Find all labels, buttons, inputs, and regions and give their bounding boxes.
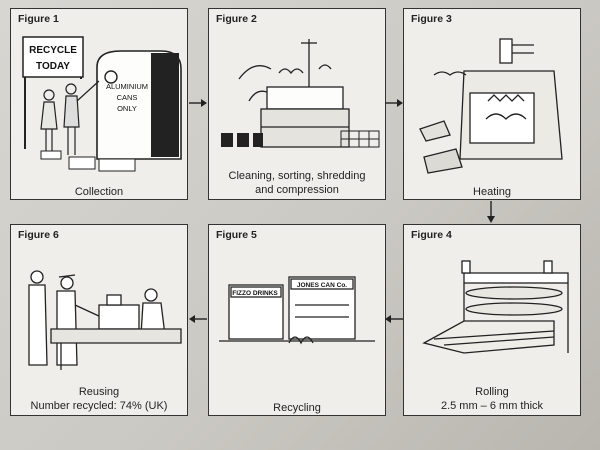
sign-text-line2: TODAY <box>36 61 70 72</box>
figure-1-caption-line1: Collection <box>74 186 124 198</box>
shop-sign-1: FIZZO DRINKS <box>232 290 278 297</box>
figure-2-caption-line2: and compression <box>255 184 339 196</box>
arrow-fig5-to-fig6 <box>189 315 207 323</box>
figure-5-panel: Figure 5 FIZZO DRINKS JONES CAN Co. Recy… <box>208 224 386 416</box>
rolling-machine-illustration <box>422 260 569 354</box>
figure-6-label: Figure 6 <box>18 229 59 241</box>
figure-1-panel: Figure 1 RECYCLE TODAY ALUMINIUM CANS ON… <box>10 8 188 200</box>
figure-5-caption-line1: Recycling <box>273 402 321 414</box>
arrow-fig2-to-fig3 <box>385 99 403 107</box>
recycle-sign <box>22 36 84 78</box>
shop-counter-illustration <box>28 270 182 370</box>
figure-2-label: Figure 2 <box>216 13 257 25</box>
figure-2-panel: Figure 2 <box>208 8 386 200</box>
bin-text-line3: ONLY <box>117 104 137 113</box>
figure-2-caption-line1: Cleaning, sorting, shredding <box>228 170 366 182</box>
bin-text-line2: CANS <box>117 93 138 102</box>
figure-3-label: Figure 3 <box>411 13 452 25</box>
people-figures <box>40 80 100 155</box>
figure-3-caption-line1: Heating <box>473 186 511 198</box>
bin-text-line1: ALUMINIUM <box>106 82 148 91</box>
figure-4-caption-line2: 2.5 mm – 6 mm thick <box>440 400 544 412</box>
processing-machine-illustration <box>221 39 380 148</box>
figure-1-label: Figure 1 <box>18 13 59 25</box>
factory-buildings-illustration: FIZZO DRINKS JONES CAN Co. <box>219 276 375 345</box>
arrow-fig4-to-fig5 <box>385 315 403 323</box>
figure-3-panel: Figure 3 Heating <box>403 8 581 200</box>
figure-6-caption-line2: Number recycled: 74% (UK) <box>30 400 168 412</box>
figure-6-caption-line1: Reusing <box>78 386 120 398</box>
collection-illustration: RECYCLE TODAY ALUMINIUM CANS ONLY <box>22 36 182 172</box>
figure-6-panel: Figure 6 Reusing Number recycled: 74% (U… <box>10 224 188 416</box>
furnace-illustration <box>419 38 563 174</box>
shop-sign-2: JONES CAN Co. <box>297 282 347 289</box>
figure-4-caption-line1: Rolling <box>475 386 509 398</box>
figure-4-label: Figure 4 <box>411 229 452 241</box>
sign-text-line1: RECYCLE <box>29 45 77 56</box>
figure-4-panel: Figure 4 Rolling 2.5 mm – 6 mm thick <box>403 224 581 416</box>
arrow-fig1-to-fig2 <box>189 99 207 107</box>
arrow-fig3-to-fig4 <box>487 201 495 223</box>
figure-5-label: Figure 5 <box>216 229 257 241</box>
